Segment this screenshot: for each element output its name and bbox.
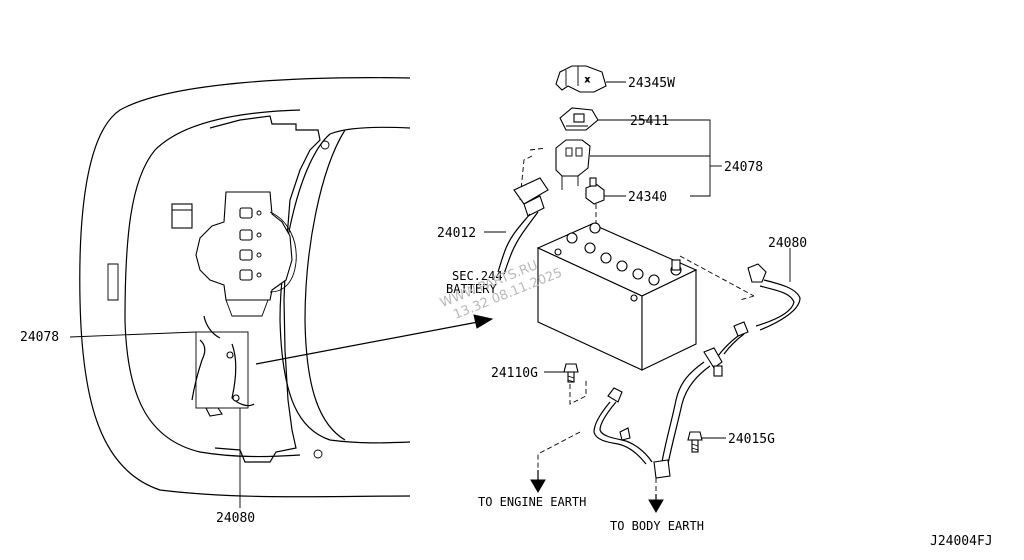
callout-arrow xyxy=(255,314,494,365)
battery-cable-24080 xyxy=(653,263,801,479)
diagram-code: J24004FJ xyxy=(930,534,993,549)
label-24340: 24340 xyxy=(628,190,667,205)
label-24078-right: 24078 xyxy=(724,160,763,175)
fusible-link-25411 xyxy=(559,107,599,131)
vehicle-outline xyxy=(79,77,411,498)
label-24078-left: 24078 xyxy=(20,330,59,345)
leader-24078-left xyxy=(69,331,197,338)
label-to-body-earth: TO BODY EARTH xyxy=(610,519,704,533)
label-24080-right: 24080 xyxy=(768,236,807,251)
label-24015g: 24015G xyxy=(728,432,775,447)
battery-note-line1: SEC.244 xyxy=(452,269,503,283)
battery-body xyxy=(536,204,755,371)
battery-location-in-vehicle xyxy=(191,315,255,417)
harness-24012 xyxy=(497,177,549,275)
svg-text:x: x xyxy=(585,75,590,84)
battery-note-line2: BATTERY xyxy=(446,282,497,296)
engine-earth-arrow xyxy=(530,470,546,493)
engine-earth-cable xyxy=(537,387,653,470)
label-24110g: 24110G xyxy=(491,366,538,381)
engine-block xyxy=(195,191,297,317)
label-24080-left: 24080 xyxy=(216,511,255,526)
body-earth-arrow xyxy=(648,478,664,513)
label-25411: 25411 xyxy=(630,114,669,129)
bolt-24015g xyxy=(687,431,703,453)
label-24345w: 24345W xyxy=(628,76,675,91)
fuse-block-24078 xyxy=(519,139,591,201)
terminal-clamp-24340 xyxy=(585,177,605,205)
bolt-24110g xyxy=(563,363,587,405)
label-to-engine-earth: TO ENGINE EARTH xyxy=(478,495,586,509)
terminal-cover-24345w: x xyxy=(555,65,607,93)
bracket-24078 xyxy=(690,119,711,197)
label-24012: 24012 xyxy=(437,226,476,241)
